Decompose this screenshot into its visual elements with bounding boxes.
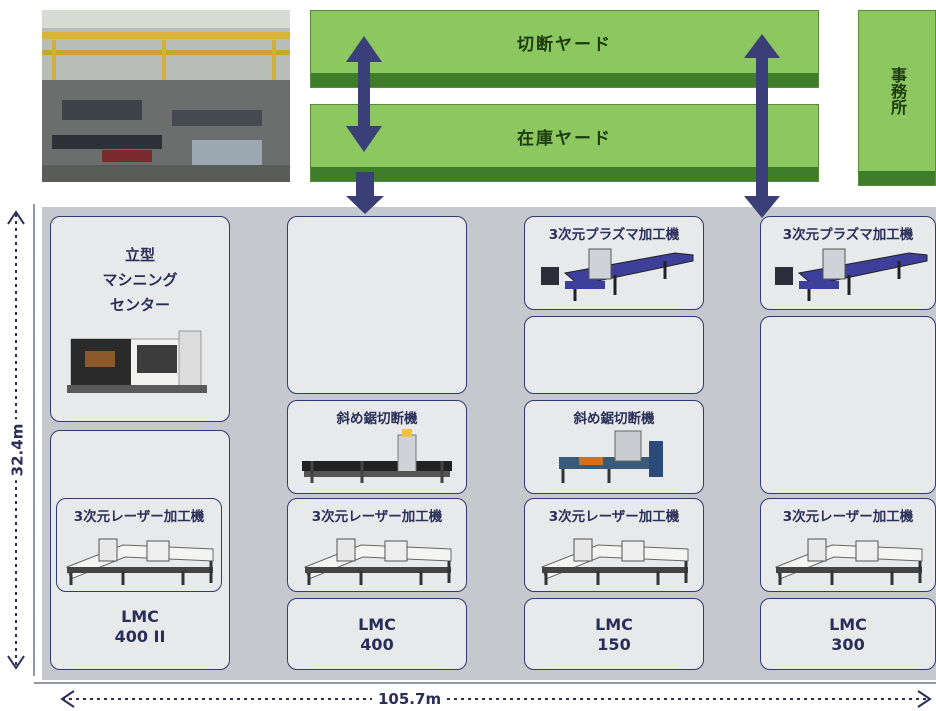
lmc-label: LMC 300 [829,615,867,654]
lmc-label: LMC 400 II [114,607,166,646]
office-shadow [859,171,935,185]
width-label: 105.7m [372,690,448,708]
factory-photo [42,10,290,182]
cutting-yard-label: 切断ヤード [517,34,612,55]
vertical-mc-image [67,330,207,393]
laser-machine-image [304,538,452,585]
vertical-mc-label: 立型 マシニング センター [102,246,178,314]
cell-lmc-400: LMC 400 [287,598,467,670]
cell-lmc-300: LMC 300 [760,598,936,670]
cutting-yard-shadow [311,73,818,87]
cell-plasma-1: 3次元プラズマ加工機 [524,216,704,310]
lmc-label: LMC 400 [358,615,396,654]
lmc-label: LMC 150 [595,615,633,654]
stock-yard: 在庫ヤード [310,104,819,182]
cell-laser-2: 3次元レーザー加工機 [287,498,467,592]
saw-machine-image [302,429,452,483]
saw-machine-image [559,430,663,483]
laser-label: 3次元レーザー加工機 [73,509,205,525]
height-label: 32.4m [8,419,27,481]
plasma-machine-image [775,248,928,301]
cell-saw-1: 斜め鋸切断機 [287,400,467,494]
office: 事務所 [858,10,936,186]
plasma-machine-image [541,248,694,301]
laser-machine-image [775,538,923,585]
width-label-wrap: 105.7m [372,688,448,710]
laser-label: 3次元レーザー加工機 [782,509,914,525]
office-label-text: 事務所 [888,67,907,115]
cell-empty-3a [524,316,704,394]
cell-saw-2: 斜め鋸切断機 [524,400,704,494]
width-dimension-arrow [34,682,936,708]
saw-label: 斜め鋸切断機 [573,411,655,427]
laser-label: 3次元レーザー加工機 [311,509,443,525]
plasma-label: 3次元プラズマ加工機 [548,227,680,243]
cell-empty-2a [287,216,467,394]
plasma-label: 3次元プラズマ加工機 [782,227,914,243]
cutting-yard: 切断ヤード [310,10,819,88]
laser-machine-image [541,538,689,585]
cell-laser-4: 3次元レーザー加工機 [760,498,936,592]
laser-machine-image [66,538,214,585]
height-label-wrap: 32.4m [4,419,30,481]
saw-label: 斜め鋸切断機 [336,411,418,427]
cell-plasma-2: 3次元プラズマ加工機 [760,216,936,310]
stock-yard-label: 在庫ヤード [517,128,612,149]
stock-yard-shadow [311,167,818,181]
laser-label: 3次元レーザー加工機 [548,509,680,525]
cell-lmc-150: LMC 150 [524,598,704,670]
cell-empty-4a [760,316,936,494]
cell-laser-3: 3次元レーザー加工機 [524,498,704,592]
cell-vertical-machining-center: 立型 マシニング センター [50,216,230,422]
office-label: 事務所 [859,11,935,171]
cell-laser-1: 3次元レーザー加工機 [56,498,222,592]
